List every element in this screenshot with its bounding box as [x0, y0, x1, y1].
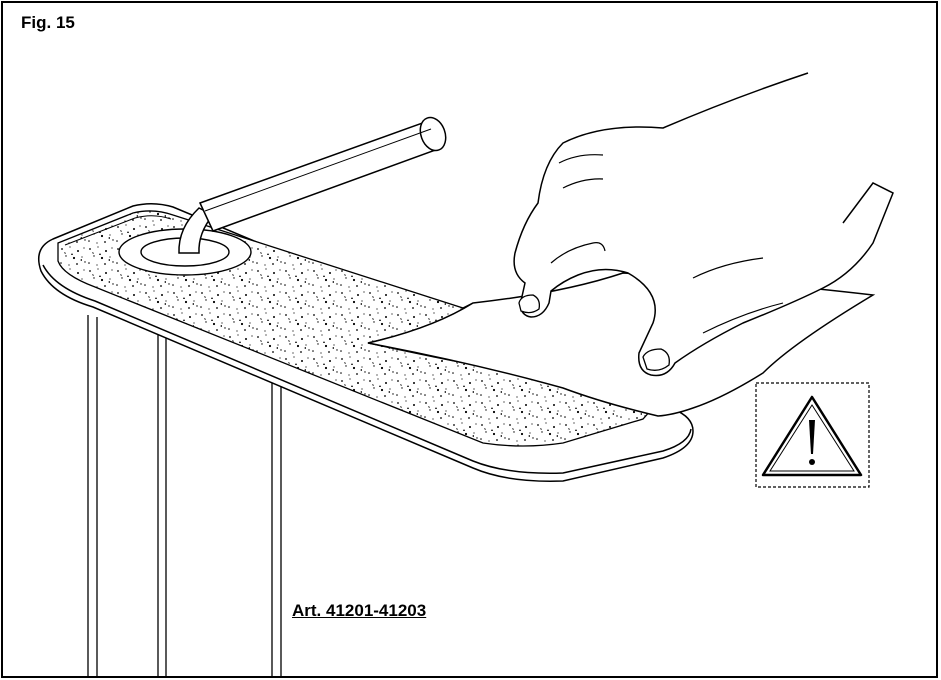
hand — [513, 72, 894, 377]
stand-legs — [87, 315, 282, 676]
warning-box — [755, 382, 870, 488]
technical-illustration — [38, 72, 894, 676]
warning-triangle-icon — [761, 395, 863, 477]
handle-rod — [178, 116, 447, 254]
article-number-label: Art. 41201-41203 — [292, 601, 427, 620]
figure-label: Fig. 15 — [21, 13, 75, 32]
